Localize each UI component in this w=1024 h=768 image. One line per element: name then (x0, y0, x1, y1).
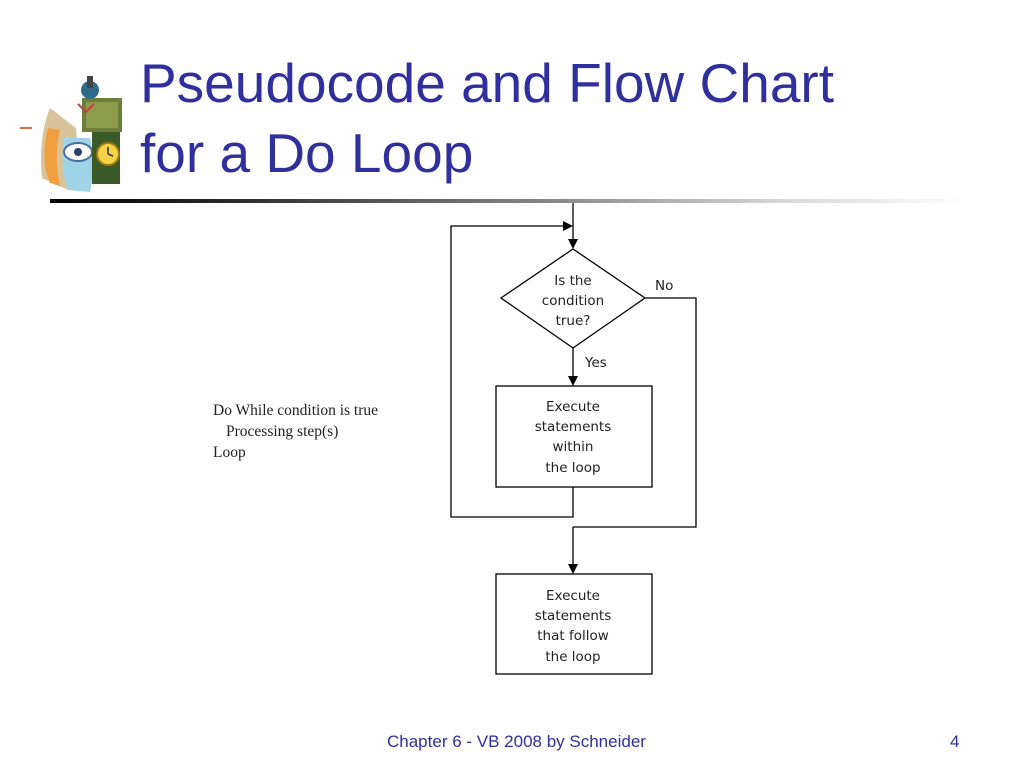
loop-body-box (495, 385, 653, 488)
yes-label: Yes (584, 355, 607, 371)
decision-text: Is the (554, 273, 591, 289)
after-loop-text: that follow (537, 628, 609, 644)
pseudocode-line: Loop (213, 444, 246, 461)
after-loop-text: the loop (545, 649, 600, 665)
page-number: 4 (950, 732, 960, 751)
no-path-line (573, 297, 697, 528)
loop-body-text: statements (535, 419, 612, 435)
loop-body-text: Execute (546, 399, 600, 415)
pseudocode-block: Do While condition is true Processing st… (213, 400, 378, 463)
after-loop-text: Execute (546, 588, 600, 604)
loop-back-arrow (450, 221, 574, 518)
loop-body-text: within (553, 439, 594, 455)
decision-text: condition (542, 293, 604, 309)
decision-text: true? (556, 313, 591, 329)
clip-art-logo-icon (20, 76, 122, 192)
pseudocode-line: Processing step(s) (226, 423, 339, 440)
loop-body-text: the loop (545, 460, 600, 476)
pseudocode-line: Do While condition is true (213, 402, 379, 419)
slide-title: Pseudocode and Flow Chart for a Do Loop (140, 48, 1010, 188)
slide-footer: Chapter 6 - VB 2008 by Schneider (387, 732, 646, 751)
title-line-1: Pseudocode and Flow Chart (140, 52, 835, 114)
title-line-2: for a Do Loop (140, 122, 474, 184)
after-loop-box (495, 573, 653, 675)
do-loop-flowchart: Is the condition true? Yes Execute state… (450, 203, 697, 675)
no-label: No (655, 278, 673, 294)
title-divider (50, 199, 970, 203)
after-loop-text: statements (535, 608, 612, 624)
